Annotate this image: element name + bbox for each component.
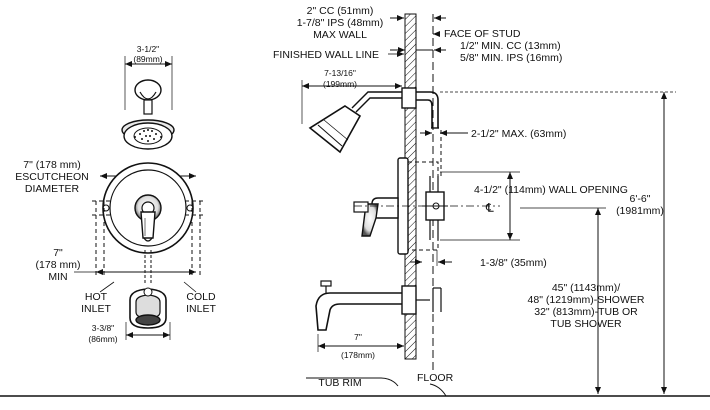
tub-spout-front [129, 287, 167, 329]
escutcheon-width-in: 3-1/2" [137, 44, 159, 54]
arm-length-mm: (199mm) [323, 79, 357, 89]
finished-wall-line: FINISHED WALL LINE [273, 49, 379, 61]
wall-opening: 4-1/2" (114mm) WALL OPENING [474, 184, 628, 196]
spout-length-mm: (178mm) [341, 350, 375, 360]
hot-inlet-l2: INLET [81, 303, 111, 315]
inlet-min-l2: (178 mm) [36, 259, 81, 271]
min-wall-l2: 5/8" MIN. IPS (16mm) [460, 52, 562, 64]
max-wall-l2: 1-7/8" IPS (48mm) [297, 17, 384, 29]
spout-width-in: 3-3/8" [92, 323, 114, 333]
cold-inlet-l2: INLET [186, 303, 216, 315]
escutcheon-diam-l2: ESCUTCHEON [15, 171, 89, 183]
spout-width-mm: (86mm) [88, 334, 117, 344]
cold-inlet-l1: COLD [186, 291, 216, 303]
centerline-symbol: ℄ [485, 201, 494, 215]
valve-escutcheon-front [102, 162, 194, 254]
front-view [74, 56, 204, 340]
min-wall-l1: 1/2" MIN. CC (13mm) [460, 40, 561, 52]
inlet-min-l3: MIN [48, 271, 67, 283]
escutcheon-diam-l3: DIAMETER [25, 183, 80, 195]
valve-height-l2: 48" (1219mm)-SHOWER [528, 294, 645, 306]
max-depth: 2-1/2" MAX. (63mm) [471, 128, 566, 140]
max-wall-l1: 2" CC (51mm) [307, 5, 374, 17]
face-of-stud: FACE OF STUD [444, 28, 521, 40]
shower-arm-side [308, 87, 439, 154]
arm-length-in: 7-13/16" [324, 68, 356, 78]
valve-body-side [353, 157, 448, 255]
escutcheon-diam-l1: 7" (178 mm) [23, 159, 80, 171]
tub-rim: TUB RIM [318, 377, 361, 389]
side-view [0, 13, 710, 397]
valve-depth: 1-3/8" (35mm) [480, 257, 547, 269]
max-wall-l3: MAX WALL [313, 29, 367, 41]
escutcheon-width-mm: (89mm) [133, 54, 162, 64]
tub-spout-side [315, 280, 442, 331]
showerhead-front [121, 79, 175, 150]
labels: 3-1/2" (89mm) 7" (178 mm) ESCUTCHEON DIA… [15, 5, 664, 389]
height-l2: (1981mm) [616, 205, 664, 217]
inlet-min-l1: 7" [53, 247, 63, 259]
valve-height-l1: 45" (1143mm)/ [552, 282, 620, 294]
floor: FLOOR [417, 372, 454, 384]
height-l1: 6'-6" [630, 193, 651, 205]
valve-height-l3: 32" (813mm)-TUB OR [534, 306, 638, 318]
spout-length-in: 7" [354, 332, 362, 342]
hot-inlet-l1: HOT [85, 291, 108, 303]
inlet-pipes [92, 200, 204, 285]
valve-height-l4: TUB SHOWER [550, 318, 622, 330]
